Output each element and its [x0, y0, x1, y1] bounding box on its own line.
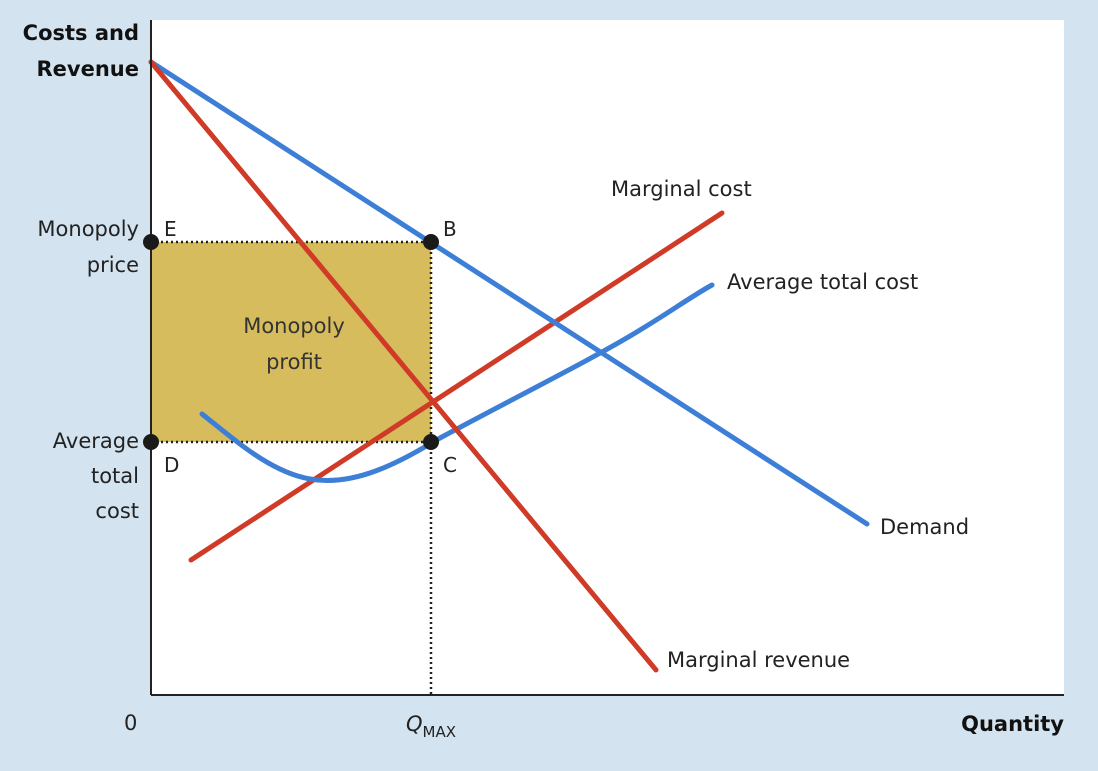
marginal-revenue-label: Marginal revenue: [667, 648, 850, 672]
average-total-cost-curve: [199, 282, 715, 483]
point-e-label: E: [164, 217, 177, 241]
origin-label: 0: [124, 711, 137, 735]
monopoly-price-label-line-2: price: [87, 253, 139, 277]
point-e-marker: [143, 234, 159, 250]
point-c-label: C: [443, 453, 457, 477]
demand-label: Demand: [880, 515, 969, 539]
average-total-cost-label-line-2: total: [91, 464, 139, 488]
point-d-marker: [143, 434, 159, 450]
demand-curve: [148, 59, 870, 527]
marginal-cost-curve: [188, 210, 725, 563]
point-b-label: B: [443, 217, 457, 241]
average-total-cost-label-line-1: Average: [53, 429, 139, 453]
monopoly-profit-label-line-2: profit: [266, 350, 322, 374]
monopoly-profit-area: [151, 242, 431, 442]
qmax-subscript: MAX: [423, 723, 456, 741]
y-axis-title-line-2: Revenue: [37, 57, 140, 81]
x-axis-title: Quantity: [961, 712, 1064, 736]
marginal-cost-label: Marginal cost: [611, 177, 752, 201]
marginal-revenue-curve: [148, 59, 659, 673]
point-c-marker: [423, 434, 439, 450]
point-b-marker: [423, 234, 439, 250]
average-total-cost-curve-label: Average total cost: [727, 270, 918, 294]
average-total-cost-label-line-3: cost: [95, 499, 139, 523]
qmax-main: Q: [406, 712, 423, 736]
monopoly-price-label-line-1: Monopoly: [37, 217, 139, 241]
qmax-label: QMAX: [406, 712, 456, 741]
y-axis-title-line-1: Costs and: [23, 21, 139, 45]
point-d-label: D: [164, 453, 179, 477]
monopoly-profit-label-line-1: Monopoly: [243, 314, 345, 338]
